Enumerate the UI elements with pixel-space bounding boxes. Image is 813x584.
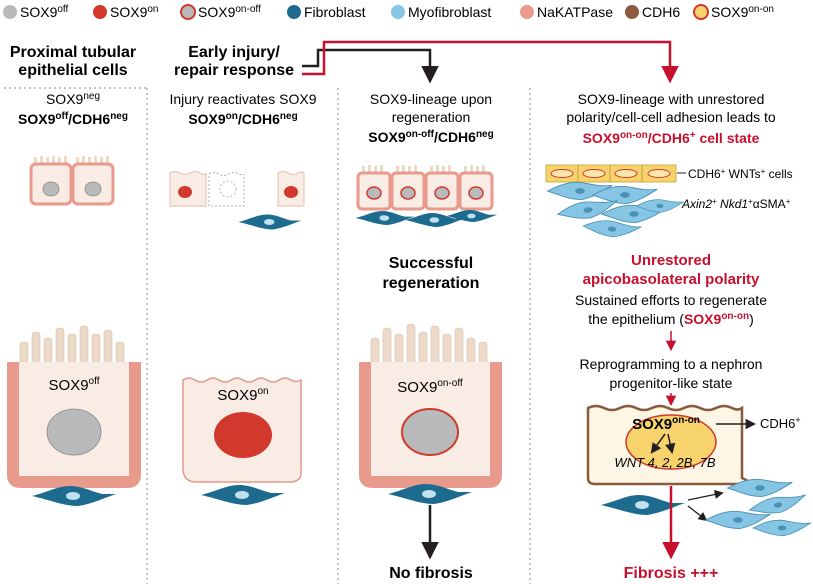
col2-small-fibroblast (238, 214, 302, 230)
col3-outcome-line2: regeneration (383, 275, 480, 292)
col4-reprog-line2: progenitor-like state (610, 375, 733, 391)
col4-desc-line1: SOX9-lineage with unrestored (578, 91, 765, 107)
col4-flat-cells (545, 164, 686, 183)
svg-text:SOX9on-off: SOX9on-off (198, 4, 261, 20)
col4-progenitor-cell: SOX9on-on WNT 4, 2, 2B, 7B (586, 404, 757, 486)
col3-desc-line2: regeneration (392, 109, 471, 125)
column-dividers (4, 87, 531, 584)
col2-big-cell: SOX9on (182, 377, 303, 483)
col3-big-label: SOX9on-off (397, 378, 463, 396)
col4-state: SOX9on-on/CDH6+ cell state (583, 130, 760, 146)
col4-desc-line2: polarity/cell-cell adhesion leads to (566, 109, 776, 125)
nakatpase-swatch (520, 5, 534, 19)
column-regeneration: SOX9-lineage upon regeneration SOX9on-of… (355, 91, 502, 582)
legend-myofibroblast: Myofibroblast (408, 4, 491, 20)
column-proximal: Proximal tubular epithelial cells SOX9ne… (7, 44, 141, 506)
col2-fibroblast (201, 485, 285, 505)
col4-fibroblast (601, 495, 685, 515)
fibroblast-swatch (287, 5, 301, 19)
col4-result: Fibrosis +++ (624, 565, 719, 582)
col3-result: No fibrosis (389, 565, 473, 582)
col4-red-title-line1: Unrestored (631, 252, 711, 269)
legend-sox9-off: SOX9 (20, 4, 58, 20)
col2-big-label: SOX9on (217, 386, 268, 404)
legend-nakatpase: NaKATPase (537, 4, 613, 20)
sox9-off-swatch (3, 5, 17, 19)
black-arrow (302, 48, 439, 84)
col2-header-line1: Early injury/ (188, 44, 280, 61)
col4-myofibroblast-cluster (547, 181, 685, 241)
col2-small-cells (169, 170, 305, 230)
col3-big-cell: SOX9on-off (359, 323, 502, 488)
legend-sox9-on: SOX9 (110, 4, 148, 20)
legend-fibroblast: Fibroblast (304, 4, 366, 20)
col1-header-line1: Proximal tubular (10, 44, 136, 61)
sox9-onoff-swatch (180, 4, 196, 20)
col2-header-line2: repair response (174, 62, 294, 79)
col4-cdh6-wnt-label: CDH6+ WNTs+ cells (688, 167, 793, 181)
col1-marker: SOX9off/CDH6neg (18, 111, 128, 127)
col4-axin-label: Axin2+ Nkd1+αSMA+ (681, 197, 791, 211)
col4-sustained-line2: the epithelium (SOX9on-on) (588, 311, 754, 327)
col1-big-cell: SOX9off (7, 325, 141, 488)
sox9-on-swatch (93, 5, 107, 19)
red-arrow (302, 40, 679, 84)
legend: SOX9off SOX9on SOX9on-off Fibroblast Myo… (3, 4, 774, 20)
col4-red-title-line2: apicobasolateral polarity (583, 271, 760, 288)
sox9-onon-swatch (693, 4, 709, 20)
col3-small-cells (355, 165, 498, 227)
legend-sox9-onon: SOX9 (711, 4, 749, 20)
col2-desc: Injury reactivates SOX9 (169, 91, 316, 107)
legend-sox9-onoff: SOX9 (198, 4, 236, 20)
col4-cdh6-plus: CDH6+ (760, 415, 801, 431)
legend-cdh6: CDH6 (642, 4, 680, 20)
col1-fibroblast (32, 486, 116, 506)
col3-marker: SOX9on-off/CDH6neg (368, 129, 493, 145)
col1-state: SOX9neg (46, 91, 100, 107)
col4-sustained-line1: Sustained efforts to regenerate (575, 292, 767, 308)
col3-desc-line1: SOX9-lineage upon (370, 91, 492, 107)
col1-small-cells (29, 156, 115, 206)
col1-header-line2: epithelial cells (18, 62, 127, 79)
col2-marker: SOX9on/CDH6neg (188, 111, 297, 127)
svg-text:SOX9off: SOX9off (20, 4, 69, 20)
column-early-injury: Early injury/ repair response Injury rea… (169, 44, 317, 505)
svg-text:SOX9on-on: SOX9on-on (711, 4, 774, 20)
col4-wnt-genes: WNT 4, 2, 2B, 7B (614, 455, 715, 470)
cdh6-swatch (625, 5, 639, 19)
header-arrows (302, 40, 679, 84)
myofibroblast-swatch (391, 5, 405, 19)
column-unrestored: SOX9-lineage with unrestored polarity/ce… (545, 91, 812, 582)
col4-myofibroblast-spread (705, 478, 812, 537)
col4-reprog-line1: Reprogramming to a nephron (580, 356, 763, 372)
col3-outcome-line1: Successful (389, 255, 473, 272)
col1-big-label: SOX9off (49, 376, 100, 394)
col4-nucleus-label: SOX9on-on (632, 415, 700, 433)
svg-text:SOX9on: SOX9on (110, 4, 158, 20)
